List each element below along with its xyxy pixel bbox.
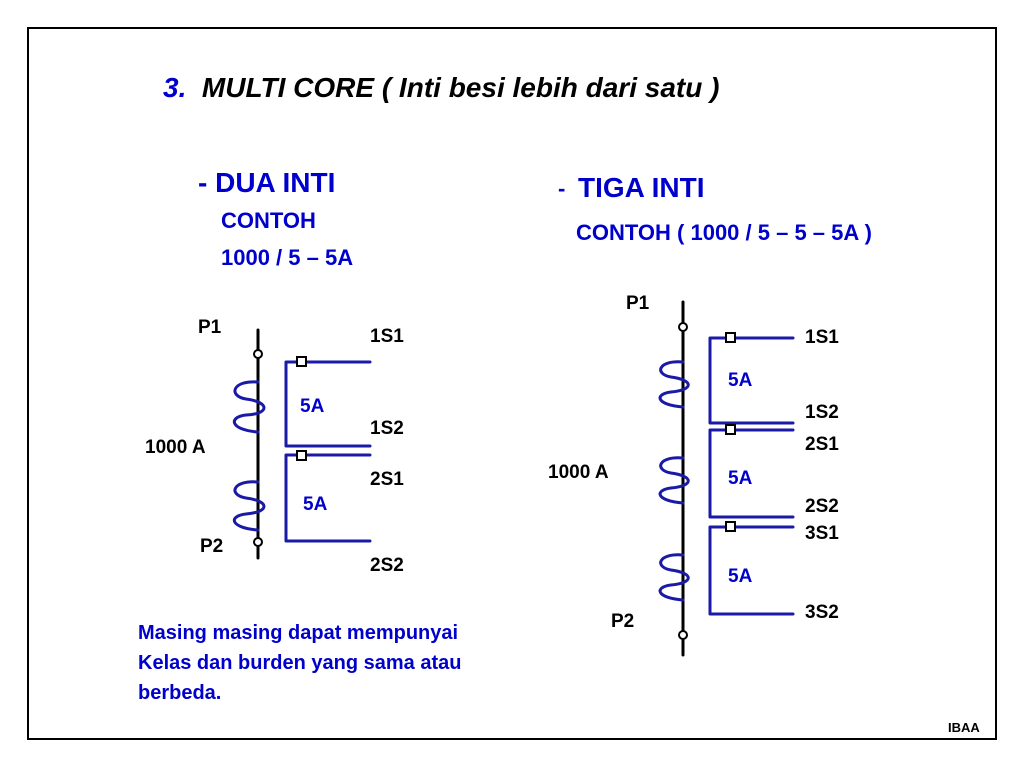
right-heading-dash: -: [558, 176, 566, 201]
right-label-primary: 1000 A: [548, 462, 609, 483]
left-example-value: 1000 / 5 – 5A: [221, 245, 354, 270]
left-core1-secondary: [284, 360, 372, 448]
left-label-core1: 5A: [300, 396, 325, 417]
left-label-p1: P1: [198, 317, 222, 338]
right-core1-secondary: [708, 336, 795, 425]
title-number: 3.: [163, 72, 187, 103]
right-label-core1: 5A: [728, 370, 753, 391]
right-core3-secondary: [708, 525, 795, 616]
left-label-core2: 5A: [303, 494, 328, 515]
title-text: MULTI CORE ( Inti besi lebih dari satu ): [201, 72, 720, 103]
right-label-2s1: 2S1: [805, 434, 839, 455]
left-core1-winding: [233, 380, 266, 434]
note-line-1: Masing masing dapat mempunyai: [138, 622, 459, 644]
left-label-1s2: 1S2: [370, 418, 404, 439]
left-label-1s1: 1S1: [370, 326, 404, 347]
left-p1-terminal: [253, 349, 263, 359]
right-polarity-mark-1: [725, 332, 736, 343]
note-line-2: Kelas dan burden yang sama atau: [138, 652, 462, 674]
right-core1-winding: [658, 360, 690, 409]
left-p2-terminal: [253, 537, 263, 547]
left-core2-winding: [233, 480, 266, 532]
right-polarity-mark-2: [725, 424, 736, 435]
right-core2-winding: [658, 456, 690, 505]
right-label-2s2: 2S2: [805, 496, 839, 517]
right-label-1s1: 1S1: [805, 327, 839, 348]
right-heading: TIGA INTI: [578, 172, 705, 203]
slide-frame: [27, 27, 997, 740]
slide-title: 3. MULTI CORE ( Inti besi lebih dari sat…: [163, 72, 719, 104]
right-label-3s1: 3S1: [805, 523, 839, 544]
left-core2-secondary: [284, 453, 372, 543]
left-label-primary: 1000 A: [145, 437, 206, 458]
left-label-2s2: 2S2: [370, 555, 404, 576]
right-label-p2: P2: [611, 611, 635, 632]
right-label-3s2: 3S2: [805, 602, 839, 623]
left-example-label: CONTOH: [221, 208, 316, 233]
left-ct-diagram: [233, 328, 372, 560]
footer-label: IBAA: [948, 720, 980, 735]
note-line-3: berbeda.: [138, 682, 222, 704]
right-ct-diagram: [658, 300, 795, 657]
right-label-1s2: 1S2: [805, 402, 839, 423]
right-label-core2: 5A: [728, 468, 753, 489]
right-p1-terminal: [678, 322, 688, 332]
left-polarity-mark-1: [296, 356, 307, 367]
right-core2-secondary: [708, 428, 795, 519]
right-example: CONTOH ( 1000 / 5 – 5 – 5A ): [576, 220, 872, 245]
left-label-2s1: 2S1: [370, 469, 404, 490]
left-label-p2: P2: [200, 536, 224, 557]
left-heading: - DUA INTI: [198, 167, 336, 198]
right-core3-winding: [658, 553, 690, 602]
right-p2-terminal: [678, 630, 688, 640]
left-polarity-mark-2: [296, 450, 307, 461]
right-label-p1: P1: [626, 293, 650, 314]
right-polarity-mark-3: [725, 521, 736, 532]
right-label-core3: 5A: [728, 566, 753, 587]
